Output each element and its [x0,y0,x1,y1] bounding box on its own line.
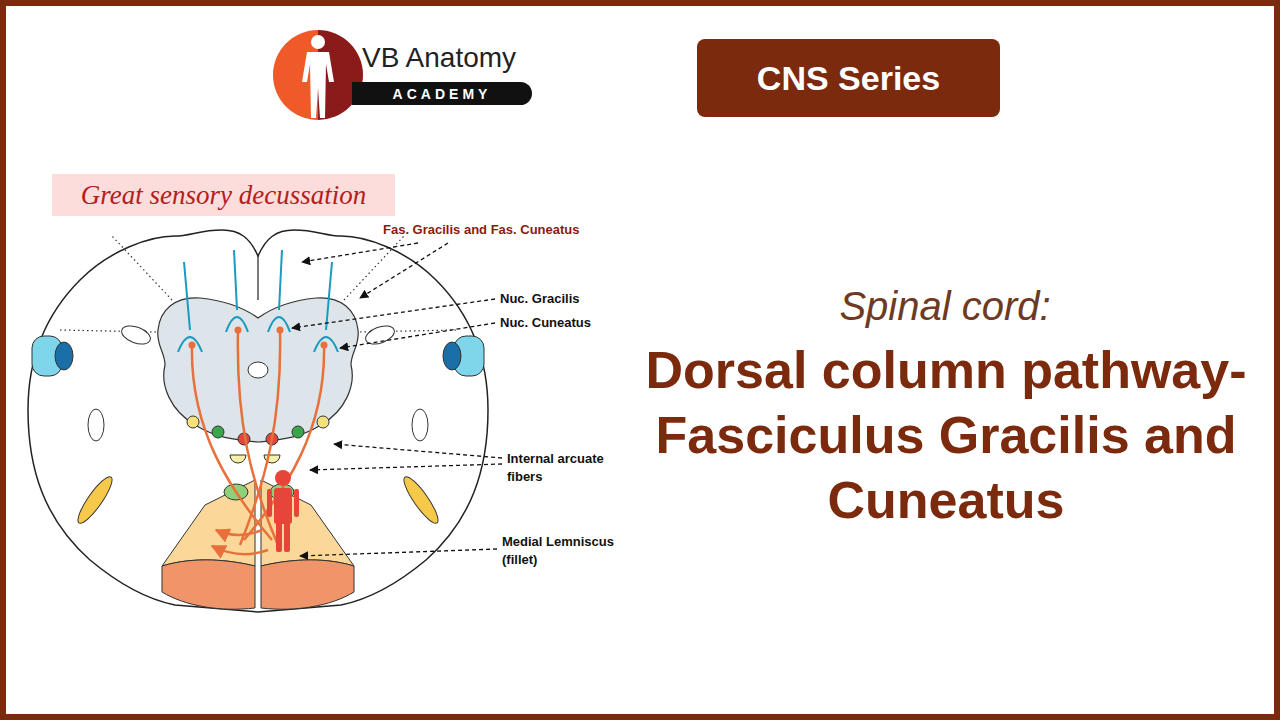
homunculus-body [274,488,292,524]
leader-lines [292,243,502,556]
callout-label: Fas. Gracilis and Fas. Cuneatus [383,222,580,237]
heading-highlight: Great sensory decussation [52,174,395,216]
node-text: CNS Series [757,59,940,98]
leader-line [300,549,497,556]
gracile-fibre [268,250,290,332]
side-nucleus [443,342,461,370]
cuneate-fibre [314,262,338,352]
homunculus-arm [267,489,272,517]
arcuate-fibre [244,345,324,540]
dorsal-column-fibres [178,250,338,352]
leader-line [310,464,502,470]
central-canal [248,362,268,378]
logo-head [311,35,325,49]
medulla-outline [28,230,488,612]
fibre-origins [189,327,328,349]
leader-line [360,243,448,298]
subtitle: Spinal cord: [640,284,1250,329]
nucleus-dot [187,416,199,428]
logo-figure [302,35,334,118]
fibre-origin [189,342,196,349]
callout-label: Internal arcuate fibers [507,450,615,486]
homunculus [267,470,299,552]
leader-line [292,299,495,328]
lemniscus-arrow [212,546,268,554]
fibre-origin [321,342,328,349]
white-oval [119,322,153,347]
lemniscus-area [261,480,354,566]
homunculus-leg [276,522,282,552]
small-nucleus [230,455,246,463]
dotted-line [112,236,172,300]
leader-line [334,444,502,458]
node-text: Great sensory decussation [81,180,366,211]
pyramid [261,560,354,609]
arcuate-fibre [192,345,272,540]
cuneate-fibre [178,262,202,352]
gracile-fibre [226,250,248,332]
dotted-line [344,236,404,300]
homunculus-head [275,470,291,486]
lemniscus-arrow [216,530,262,535]
homunculus-leg [284,522,290,552]
internal-arcuate-fibres [192,330,324,554]
main-title: Dorsal column pathway- Fasciculus Gracil… [628,338,1264,533]
academy-pill: ACADEMY [352,82,532,105]
grey-matter [158,298,359,442]
callout-label: Nuc. Cuneatus [500,315,591,330]
callout-label: Nuc. Gracilis [500,291,579,306]
logo-body [302,52,334,118]
white-oval [412,409,428,441]
dorsal-median-sulcus [257,256,258,300]
leader-line [302,243,418,262]
white-oval [88,409,104,441]
side-nucleus [55,342,73,370]
node-text: ACADEMY [393,86,492,102]
leader-line [340,323,495,348]
nucleus-dot [212,426,224,438]
nucleus-dot [292,426,304,438]
callout-label: Medial Lemniscus (fillet) [502,533,634,569]
nucleus-dot [317,416,329,428]
pyramid [162,560,255,609]
yellow-tract [73,473,117,527]
fibre-origin [235,327,242,334]
homunculus-arm [294,489,299,517]
series-badge: CNS Series [697,39,1000,117]
page-frame [3,3,1277,717]
yellow-tract [399,473,443,527]
fibre-origin [277,327,284,334]
logo-wordmark: VB Anatomy [362,42,516,74]
